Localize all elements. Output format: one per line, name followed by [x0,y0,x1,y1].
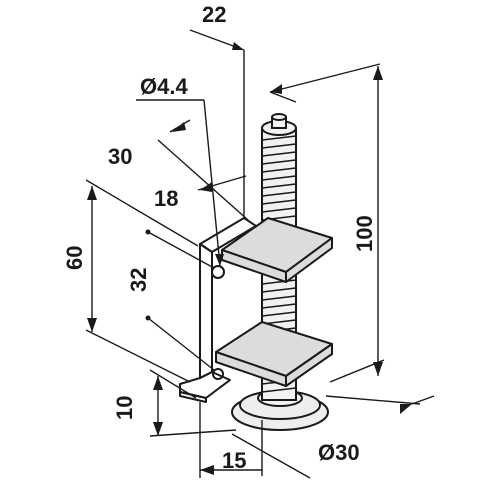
foot-pad [231,389,329,431]
dim-label-60: 60 [62,246,87,270]
dimension-lines [85,29,435,479]
dim-label-22: 22 [202,2,226,27]
dim-label-32: 32 [126,268,151,292]
mounting-hole-upper [211,265,225,279]
mounting-hole-lower [212,368,224,380]
upper-nut-plate [221,217,333,283]
dim-label-30: 30 [108,144,132,169]
angle-bracket [179,217,257,403]
lower-nut-plate [215,321,333,387]
dim-label-foot-diameter: Ø30 [318,440,360,465]
dim-label-10: 10 [112,396,137,420]
dim-label-18: 18 [154,186,178,211]
dim-label-hole-diameter: Ø4.4 [140,74,188,99]
dim-label-15: 15 [222,448,246,473]
dim-label-100: 100 [352,215,377,252]
